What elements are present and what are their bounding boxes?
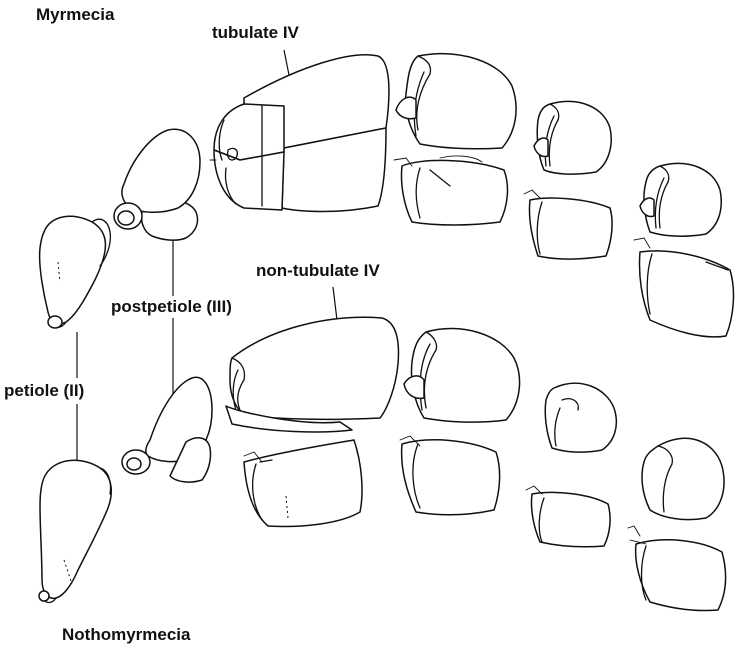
myrmecia-segment-vii xyxy=(634,163,733,336)
myrmecia-postpetiole xyxy=(114,129,200,240)
myrmecia-segment-vi xyxy=(524,101,612,259)
myrmecia-tubulate-iv xyxy=(210,55,389,212)
myrmecia-segment-v xyxy=(394,54,516,225)
nothomyrmecia-segment-vii xyxy=(628,438,725,610)
nothomyrmecia-segment-v xyxy=(400,328,520,514)
nothomyrmecia-non-tubulate-iv xyxy=(226,317,398,526)
nothomyrmecia-segment-vi xyxy=(526,383,616,547)
myrmecia-petiole xyxy=(40,216,111,328)
nothomyrmecia-postpetiole xyxy=(122,377,212,482)
nothomyrmecia-petiole xyxy=(39,460,111,602)
